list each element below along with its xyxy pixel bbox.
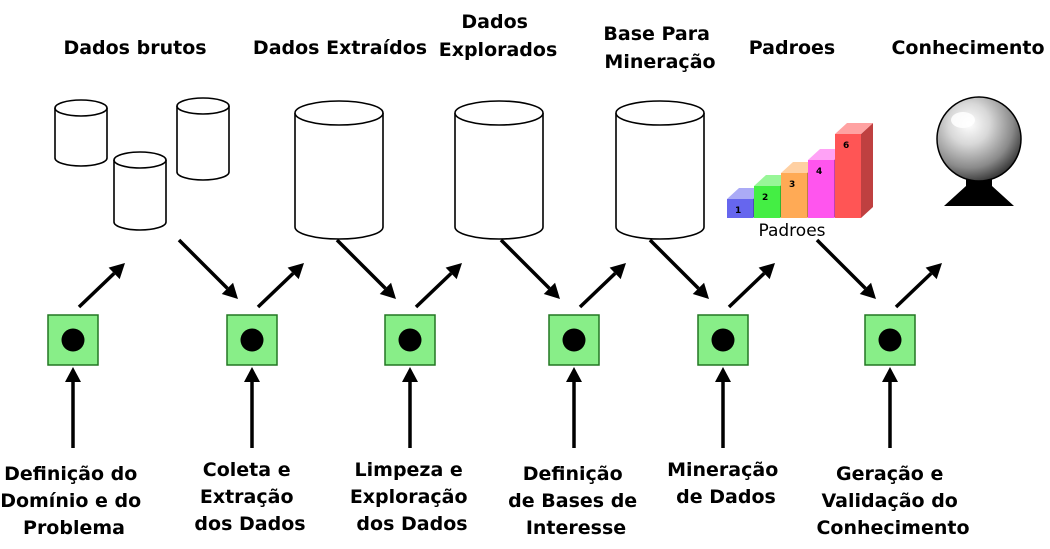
arrow-shaft xyxy=(499,238,551,290)
step-label-mineracao-dados: Mineração de Dados xyxy=(667,459,785,508)
arrow-in-icon xyxy=(335,238,396,299)
arrow-out-icon xyxy=(727,263,775,309)
process-box-icon xyxy=(548,314,600,366)
arrow-shaft xyxy=(727,272,766,309)
padroes-bar-front xyxy=(754,186,780,218)
process-dot-icon xyxy=(398,328,422,352)
arrow-up-icon xyxy=(244,367,260,448)
arrow-head xyxy=(609,263,626,280)
process-dot-icon xyxy=(240,328,264,352)
arrow-head xyxy=(715,367,731,382)
padroes-bar-top xyxy=(835,123,873,134)
stage-labels: Dados brutos Dados Extraídos Dados Explo… xyxy=(63,11,1044,73)
padroes-bar-label: 6 xyxy=(843,141,849,151)
arrow-head xyxy=(221,282,238,299)
cylinder-icon xyxy=(113,151,167,231)
padroes-bar-chart: 1 2 3 4 6 xyxy=(727,123,873,218)
arrow-out-icon xyxy=(894,263,942,309)
arrow-head xyxy=(379,282,396,299)
arrow-out-icon xyxy=(414,263,462,309)
arrow-shaft xyxy=(77,272,116,309)
arrow-in-icon xyxy=(648,238,709,299)
arrow-up-icon xyxy=(882,367,898,448)
stage-label-dados-brutos: Dados brutos xyxy=(63,37,206,59)
arrow-up-icon xyxy=(402,367,418,448)
padroes-bar-label: 3 xyxy=(789,180,795,190)
arrow-head xyxy=(287,263,304,280)
step-label-definicao-dominio: Definição do Domínio e do Problema xyxy=(0,463,148,539)
cylinder-icon xyxy=(54,99,108,167)
arrow-out-icon xyxy=(578,263,626,309)
step-label-coleta-extracao: Coleta e Extração dos Dados xyxy=(194,459,305,535)
arrow-shaft xyxy=(177,238,229,290)
step-label-definicao-bases: Definição de Bases de Interesse xyxy=(508,463,644,539)
cylinder-icon xyxy=(176,97,230,181)
arrow-shaft xyxy=(335,238,387,290)
padroes-caption: Padroes xyxy=(758,221,825,241)
process-box-icon xyxy=(384,314,436,366)
padroes-bar-front xyxy=(781,173,807,218)
arrow-shaft xyxy=(414,272,453,309)
arrow-head xyxy=(445,263,462,280)
arrow-head xyxy=(566,367,582,382)
arrow-head xyxy=(758,263,775,280)
process-flow xyxy=(47,238,942,448)
arrow-shaft xyxy=(648,238,700,290)
step-label-geracao-validacao: Geração e Validação do Conhecimento xyxy=(816,463,969,539)
arrow-out-icon xyxy=(77,263,125,309)
arrow-in-icon xyxy=(177,238,238,299)
padroes-bar-side xyxy=(861,123,873,218)
step-labels: Definição do Domínio e do Problema Colet… xyxy=(0,459,969,539)
arrow-up-icon xyxy=(715,367,731,448)
arrow-up-icon xyxy=(65,367,81,448)
cylinder-icon-dados-explorados xyxy=(454,100,544,240)
arrow-head xyxy=(65,367,81,382)
arrow-head xyxy=(402,367,418,382)
stage-label-padroes: Padroes xyxy=(749,37,835,59)
arrow-shaft xyxy=(815,238,867,290)
cylinder-icon-base-para-mineracao xyxy=(615,100,705,240)
raw-data-cylinders xyxy=(54,97,230,231)
arrow-shaft xyxy=(256,272,295,309)
arrow-up-icon xyxy=(566,367,582,448)
arrow-in-icon xyxy=(815,238,876,299)
padroes-bar-front xyxy=(835,134,861,218)
padroes-bar-label: 2 xyxy=(762,193,768,203)
arrow-head xyxy=(543,282,560,299)
step-label-limpeza-exploracao: Limpeza e Exploração dos Dados xyxy=(350,459,474,535)
process-box-icon xyxy=(697,314,749,366)
arrow-out-icon xyxy=(256,263,304,309)
padroes-bar-label: 1 xyxy=(735,206,741,216)
stage-label-conhecimento: Conhecimento xyxy=(891,37,1044,59)
arrow-in-icon xyxy=(499,238,560,299)
process-dot-icon xyxy=(878,328,902,352)
crystal-ball-icon xyxy=(936,96,1022,206)
process-box-icon xyxy=(47,314,99,366)
arrow-head xyxy=(882,367,898,382)
arrow-head xyxy=(108,263,125,280)
padroes-bar-label: 4 xyxy=(816,167,822,177)
process-dot-icon xyxy=(562,328,586,352)
arrow-head xyxy=(244,367,260,382)
arrow-head xyxy=(925,263,942,280)
arrow-head xyxy=(859,282,876,299)
process-dot-icon xyxy=(711,328,735,352)
process-dot-icon xyxy=(61,328,85,352)
stage-label-dados-explorados: Dados Explorados xyxy=(439,11,558,61)
process-box-icon xyxy=(864,314,916,366)
cylinder-icon-dados-extraidos xyxy=(294,100,384,240)
padroes-bar-front xyxy=(808,160,834,218)
process-box-icon xyxy=(226,314,278,366)
padroes-bar: 6 xyxy=(835,123,873,218)
stage-label-base-para-mineracao: Base Para Mineração xyxy=(603,23,716,73)
arrow-shaft xyxy=(894,272,933,309)
arrow-shaft xyxy=(578,272,617,309)
stage-label-dados-extraidos: Dados Extraídos xyxy=(253,37,427,59)
arrow-head xyxy=(692,282,709,299)
padroes-bar-front xyxy=(727,199,753,218)
